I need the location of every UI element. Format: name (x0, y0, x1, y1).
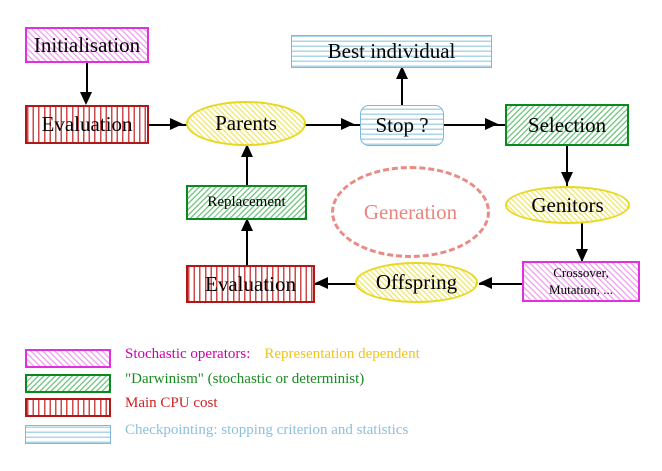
legend-text-darwinism: "Darwinism" (stochastic or determinist) (125, 371, 364, 388)
node-crossover-mutation-label-line2: Mutation, ... (549, 281, 613, 297)
arrowhead-evaluation-to-parents (170, 118, 183, 130)
legend-row-darwinism: "Darwinism" (stochastic or determinist) (0, 371, 662, 400)
legend-label-darwinism: "Darwinism" (stochastic or determinist) (125, 371, 365, 387)
arrowhead-selection-to-genitors (561, 172, 573, 185)
connector-parents-to-stop (305, 124, 361, 126)
legend-text-stochastic-operators: Stochastic operators: Representation depe… (125, 346, 420, 363)
node-best-individual-label: Best individual (327, 39, 456, 64)
arrowhead-stop-to-best-individual (396, 66, 408, 79)
node-stop[interactable]: Stop ? (360, 105, 444, 146)
connector-evaluation-to-parents (149, 124, 187, 126)
arrowhead-stop-to-selection (485, 118, 498, 130)
legend-text-main-cpu-cost: Main CPU cost (125, 395, 218, 412)
node-evaluation-bottom[interactable]: Evaluation (186, 265, 315, 303)
node-generation-label: Generation (363, 199, 458, 224)
node-initialisation-label: Initialisation (33, 32, 141, 57)
legend-label-representation-dependent: Representation dependent (264, 346, 420, 362)
connector-selection-to-genitors (566, 146, 568, 188)
legend-label-checkpointing: Checkpointing: stopping criterion and st… (125, 422, 409, 438)
connector-replacement-to-parents (246, 145, 248, 187)
node-replacement[interactable]: Replacement (186, 185, 307, 220)
arrowhead-offspring-to-evaluation (315, 277, 328, 289)
legend-row-checkpointing: Checkpointing: stopping criterion and st… (0, 422, 662, 451)
node-replacement-label: Replacement (207, 193, 286, 210)
legend: Stochastic operators: Representation depe… (0, 340, 662, 465)
node-selection-label: Selection (527, 112, 607, 137)
node-parents-label: Parents (215, 111, 277, 136)
node-evaluation-top-label: Evaluation (41, 112, 133, 137)
node-initialisation[interactable]: Initialisation (25, 27, 149, 63)
connector-evaluation-to-replacement (246, 219, 248, 267)
arrowhead-replacement-to-parents (241, 144, 253, 157)
legend-swatch-red-vertical-hatch (25, 398, 111, 417)
node-selection[interactable]: Selection (505, 104, 629, 146)
legend-row-main-cpu-cost: Main CPU cost (0, 395, 662, 424)
connector-stop-to-selection (443, 124, 506, 126)
arrowhead-initialisation-to-evaluation (80, 92, 92, 105)
arrowhead-genitors-to-crossover (576, 249, 588, 262)
node-evaluation-top[interactable]: Evaluation (25, 105, 149, 144)
node-offspring[interactable]: Offspring (355, 262, 478, 303)
node-genitors-label: Genitors (531, 192, 604, 217)
connector-initialisation-to-evaluation (86, 63, 88, 95)
arrowhead-parents-to-stop (341, 118, 354, 130)
node-generation-annotation: Generation (331, 166, 490, 258)
connector-stop-to-best-individual (401, 67, 403, 107)
connector-genitors-to-crossover (581, 222, 583, 264)
legend-label-main-cpu-cost: Main CPU cost (125, 395, 218, 411)
node-parents[interactable]: Parents (186, 101, 306, 146)
connector-crossover-to-offspring (479, 283, 523, 285)
legend-label-stochastic-operators: Stochastic operators: (125, 346, 251, 362)
legend-swatch-green-diagonal-hatch (25, 374, 111, 393)
node-evaluation-bottom-label: Evaluation (205, 271, 296, 296)
arrowhead-crossover-to-offspring (479, 277, 492, 289)
arrowhead-evaluation-to-replacement (241, 218, 253, 231)
node-crossover-mutation-label-line1: Crossover, (553, 265, 609, 281)
legend-swatch-magenta-diagonal-hatch (25, 349, 111, 368)
legend-text-checkpointing: Checkpointing: stopping criterion and st… (125, 422, 408, 439)
node-genitors[interactable]: Genitors (505, 186, 630, 224)
node-offspring-label: Offspring (375, 270, 458, 295)
legend-row-stochastic-operators: Stochastic operators: Representation depe… (0, 346, 662, 375)
node-best-individual[interactable]: Best individual (291, 35, 492, 68)
legend-swatch-blue-horizontal-hatch (25, 425, 111, 444)
node-crossover-mutation[interactable]: Crossover, Mutation, ... (522, 261, 640, 302)
node-stop-label: Stop ? (375, 113, 429, 138)
connector-offspring-to-evaluation (315, 283, 357, 285)
